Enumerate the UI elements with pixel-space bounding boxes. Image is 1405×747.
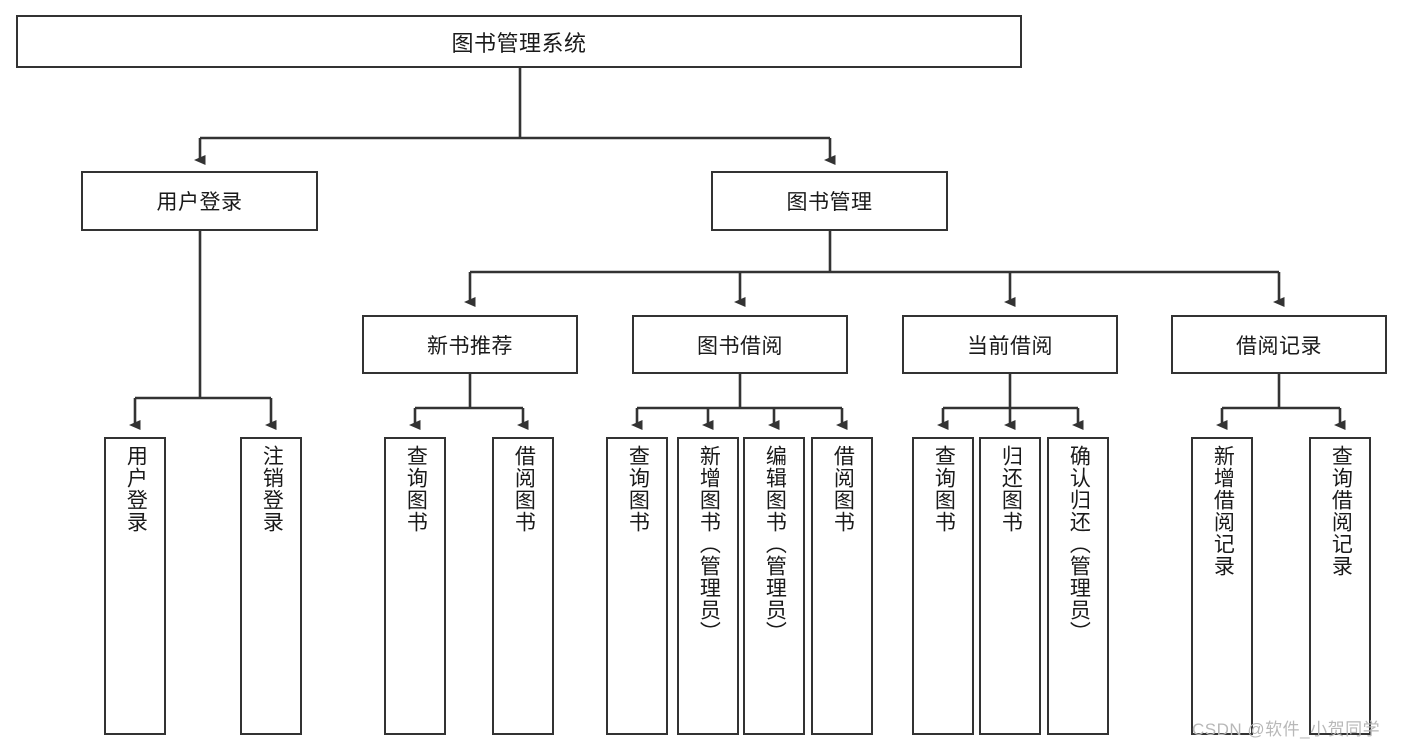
leaf-borrow-add-book-admin[interactable]: 新增图书（管理员）	[677, 437, 739, 735]
leaf-current-query-book[interactable]: 查询图书	[912, 437, 974, 735]
node-label: 新增图书（管理员）	[697, 445, 721, 643]
node-label: 查询图书	[932, 445, 956, 533]
watermark-text: CSDN @软件_小贺同学	[1192, 720, 1381, 739]
node-label: 借阅图书	[831, 445, 855, 533]
node-book-borrow[interactable]: 图书借阅	[632, 315, 848, 374]
node-user-login[interactable]: 用户登录	[81, 171, 318, 231]
node-label: 确认归还（管理员）	[1067, 445, 1091, 643]
leaf-borrow-borrow-book[interactable]: 借阅图书	[811, 437, 873, 735]
node-label: 查询借阅记录	[1329, 445, 1353, 577]
leaf-recommend-borrow-book[interactable]: 借阅图书	[492, 437, 554, 735]
leaf-borrow-edit-book-admin[interactable]: 编辑图书（管理员）	[743, 437, 805, 735]
leaf-record-add-record[interactable]: 新增借阅记录	[1191, 437, 1253, 735]
node-new-book-recommend[interactable]: 新书推荐	[362, 315, 578, 374]
node-label: 图书借阅	[697, 334, 783, 358]
node-book-management[interactable]: 图书管理	[711, 171, 948, 231]
node-label: 图书管理系统	[451, 30, 587, 56]
node-label: 借阅图书	[512, 445, 536, 533]
node-label: 新书推荐	[427, 334, 513, 358]
leaf-recommend-query-book[interactable]: 查询图书	[384, 437, 446, 735]
leaf-borrow-query-book[interactable]: 查询图书	[606, 437, 668, 735]
node-label: 查询图书	[626, 445, 650, 533]
node-label: 新增借阅记录	[1211, 445, 1235, 577]
node-label: 注销登录	[260, 445, 284, 533]
node-current-borrow[interactable]: 当前借阅	[902, 315, 1118, 374]
leaf-user-login-logout[interactable]: 注销登录	[240, 437, 302, 735]
node-label: 图书管理	[786, 191, 873, 214]
node-label: 借阅记录	[1236, 334, 1322, 358]
node-label: 归还图书	[999, 445, 1023, 533]
node-label: 当前借阅	[967, 334, 1053, 358]
leaf-user-login-login[interactable]: 用户登录	[104, 437, 166, 735]
node-label: 用户登录	[156, 191, 243, 214]
node-label: 查询图书	[404, 445, 428, 533]
leaf-current-confirm-return-admin[interactable]: 确认归还（管理员）	[1047, 437, 1109, 735]
node-root-system[interactable]: 图书管理系统	[16, 15, 1022, 68]
leaf-current-return-book[interactable]: 归还图书	[979, 437, 1041, 735]
leaf-record-query-record[interactable]: 查询借阅记录	[1309, 437, 1371, 735]
node-label: 用户登录	[124, 445, 148, 533]
node-borrow-record[interactable]: 借阅记录	[1171, 315, 1387, 374]
node-label: 编辑图书（管理员）	[763, 445, 787, 643]
